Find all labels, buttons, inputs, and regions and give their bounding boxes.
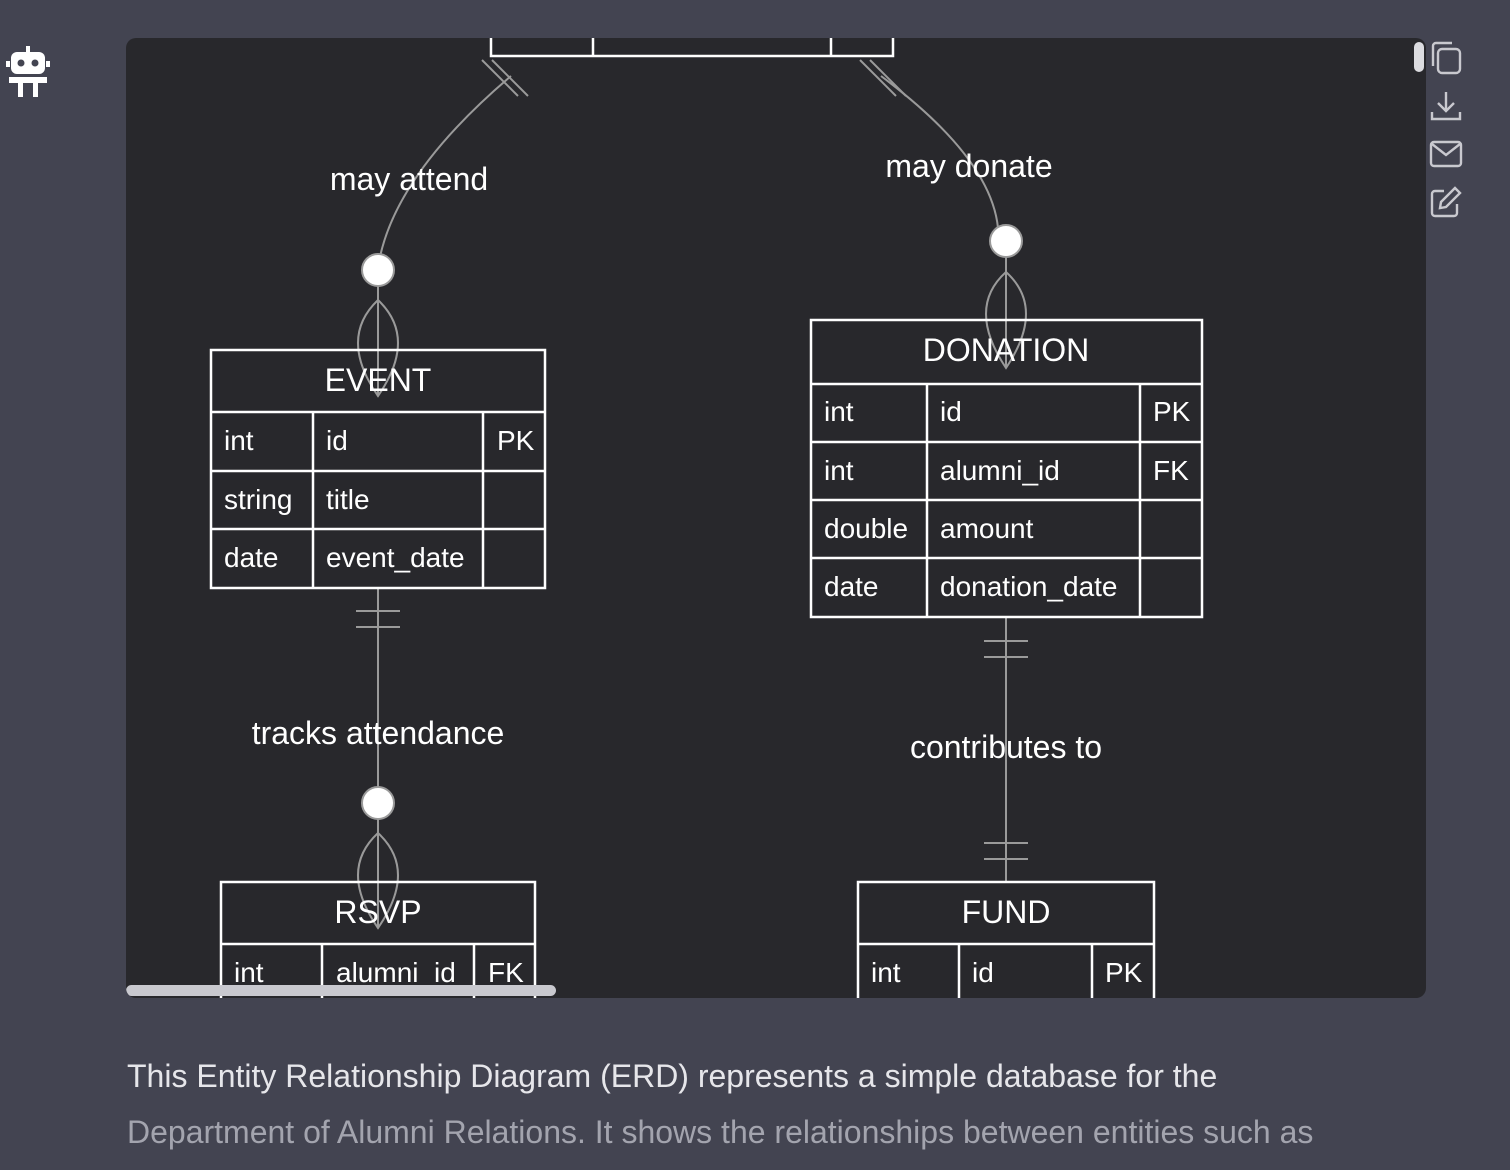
attribute-type: int — [824, 396, 854, 427]
attribute-name: id — [972, 957, 994, 988]
attribute-name: id — [326, 425, 348, 456]
attribute-key: FK — [1153, 455, 1189, 486]
diagram-description: This Entity Relationship Diagram (ERD) r… — [127, 1048, 1457, 1160]
optional-circle — [361, 253, 395, 287]
relationship-line-may-donate — [880, 75, 999, 229]
copy-icon — [1431, 41, 1462, 75]
download-button[interactable] — [1428, 88, 1464, 124]
attribute-name: id — [940, 396, 962, 427]
entity-alumni-partial — [489, 38, 895, 58]
attribute-name: alumni_id — [940, 455, 1060, 486]
relationship-label: contributes to — [910, 729, 1102, 765]
horizontal-scrollbar[interactable] — [126, 985, 556, 996]
mail-icon — [1429, 140, 1463, 168]
entity-donation: DONATION int id PK int alumni_id FK doub… — [809, 318, 1204, 619]
attribute-type: int — [824, 455, 854, 486]
download-icon — [1430, 92, 1462, 121]
diagram-panel[interactable]: may attend may donate tracks attendance … — [126, 38, 1426, 998]
email-button[interactable] — [1428, 136, 1464, 172]
bot-avatar-icon — [6, 44, 50, 98]
erd-diagram: may attend may donate tracks attendance … — [209, 38, 1204, 998]
attribute-name: amount — [940, 513, 1034, 544]
entity-rsvp: RSVP int alumni_id FK — [219, 880, 537, 998]
optional-circle — [361, 786, 395, 820]
copy-button[interactable] — [1428, 40, 1464, 76]
entity-event: EVENT int id PK string title date event_… — [209, 348, 547, 590]
relationship-label: may donate — [885, 148, 1052, 184]
attribute-name: donation_date — [940, 571, 1118, 602]
attribute-type: double — [824, 513, 908, 544]
attribute-type: string — [224, 484, 292, 515]
attribute-type: int — [234, 957, 264, 988]
attribute-type: int — [224, 425, 254, 456]
edit-icon — [1430, 186, 1462, 218]
entity-name: RSVP — [334, 894, 421, 930]
description-line: Department of Alumni Relations. It shows… — [127, 1114, 1314, 1150]
attribute-name: title — [326, 484, 370, 515]
relationship-line-may-attend — [377, 75, 512, 269]
attribute-type: int — [871, 957, 901, 988]
attribute-key: PK — [1105, 957, 1143, 988]
attribute-name: alumni_id — [336, 957, 456, 988]
diagram-toolbar — [1428, 40, 1464, 230]
entity-name: EVENT — [325, 362, 432, 398]
attribute-type: date — [824, 571, 879, 602]
entity-fund: FUND int id PK — [856, 880, 1156, 998]
relationship-label: tracks attendance — [252, 715, 505, 751]
attribute-key: PK — [497, 425, 535, 456]
description-line: This Entity Relationship Diagram (ERD) r… — [127, 1058, 1218, 1094]
edit-button[interactable] — [1428, 184, 1464, 220]
attribute-name: event_date — [326, 542, 465, 573]
optional-circle — [989, 224, 1023, 258]
entity-name: DONATION — [923, 332, 1090, 368]
relationship-label: may attend — [330, 161, 488, 197]
attribute-type: date — [224, 542, 279, 573]
attribute-key: PK — [1153, 396, 1191, 427]
vertical-scrollbar[interactable] — [1414, 42, 1424, 72]
entity-name: FUND — [962, 894, 1051, 930]
attribute-key: FK — [488, 957, 524, 988]
